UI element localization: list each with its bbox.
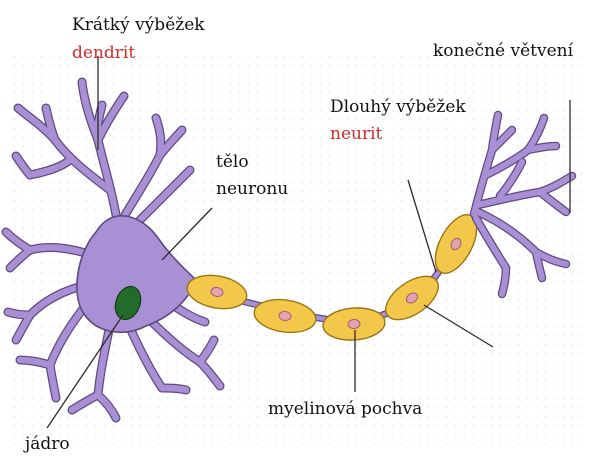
myelin-segment xyxy=(322,306,386,342)
branch xyxy=(150,320,200,362)
axon-terminals xyxy=(474,115,572,294)
myelin-segment xyxy=(252,296,318,336)
label-short-process: Krátký výběžek xyxy=(72,15,205,35)
branch xyxy=(130,328,162,388)
label-cell-body-line2: neuronu xyxy=(216,179,288,199)
branch xyxy=(200,362,220,386)
branch xyxy=(540,192,566,212)
branch xyxy=(50,305,86,365)
branch xyxy=(162,388,186,390)
label-nucleus: jádro xyxy=(25,434,70,454)
label-dendrite: dendrit xyxy=(72,43,135,63)
branch xyxy=(30,160,70,175)
cell-body xyxy=(77,216,196,332)
label-cell-body-line1: tělo xyxy=(216,152,249,172)
label-terminal-branching: konečné větvení xyxy=(433,41,573,61)
label-neurite: neurit xyxy=(330,124,382,144)
label-long-process: Dlouhý výběžek xyxy=(330,97,466,117)
label-myelin-sheath: myelinová pochva xyxy=(268,399,422,419)
